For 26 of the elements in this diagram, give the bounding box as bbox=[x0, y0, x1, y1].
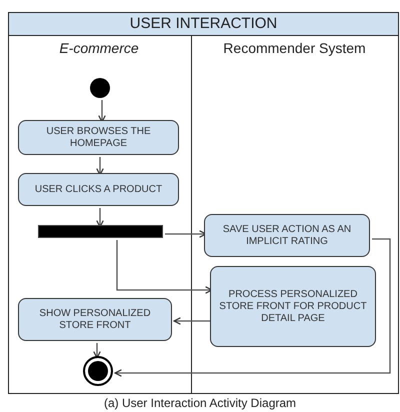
activity-box bbox=[18, 120, 179, 155]
lane-heading: E-commerce bbox=[58, 40, 140, 56]
activity-box bbox=[18, 298, 172, 341]
arrow bbox=[96, 208, 104, 228]
activity-label: PROCESS PERSONALIZED STORE FRONT FOR PRODUCT DETAIL PAGE bbox=[218, 288, 368, 324]
activity-label: SHOW PERSONALIZED STORE FRONT bbox=[38, 308, 152, 332]
activity-box bbox=[204, 214, 370, 257]
activity-label: USER BROWSES THE HOMEPAGE bbox=[45, 126, 152, 150]
caption: (a) User Interaction Activity Diagram bbox=[102, 396, 298, 410]
arrow bbox=[93, 343, 101, 359]
activity-box bbox=[210, 266, 376, 347]
activity-box bbox=[18, 173, 179, 206]
arrow bbox=[114, 238, 391, 377]
arrow bbox=[173, 317, 212, 325]
activity-label: USER CLICKS A PRODUCT bbox=[34, 184, 162, 196]
activity-label: SAVE USER ACTION AS AN IMPLICIT RATING bbox=[222, 224, 352, 248]
lane-heading: Recommender System bbox=[222, 40, 367, 56]
end-node bbox=[83, 356, 113, 386]
swimlane-pool bbox=[8, 12, 399, 394]
start-node bbox=[90, 78, 110, 98]
arrow bbox=[96, 157, 104, 176]
pool-heading: USER INTERACTION bbox=[9, 13, 398, 36]
fork-bar bbox=[38, 225, 163, 238]
arrow bbox=[116, 240, 213, 294]
arrow bbox=[165, 230, 207, 238]
arrow bbox=[98, 100, 106, 123]
